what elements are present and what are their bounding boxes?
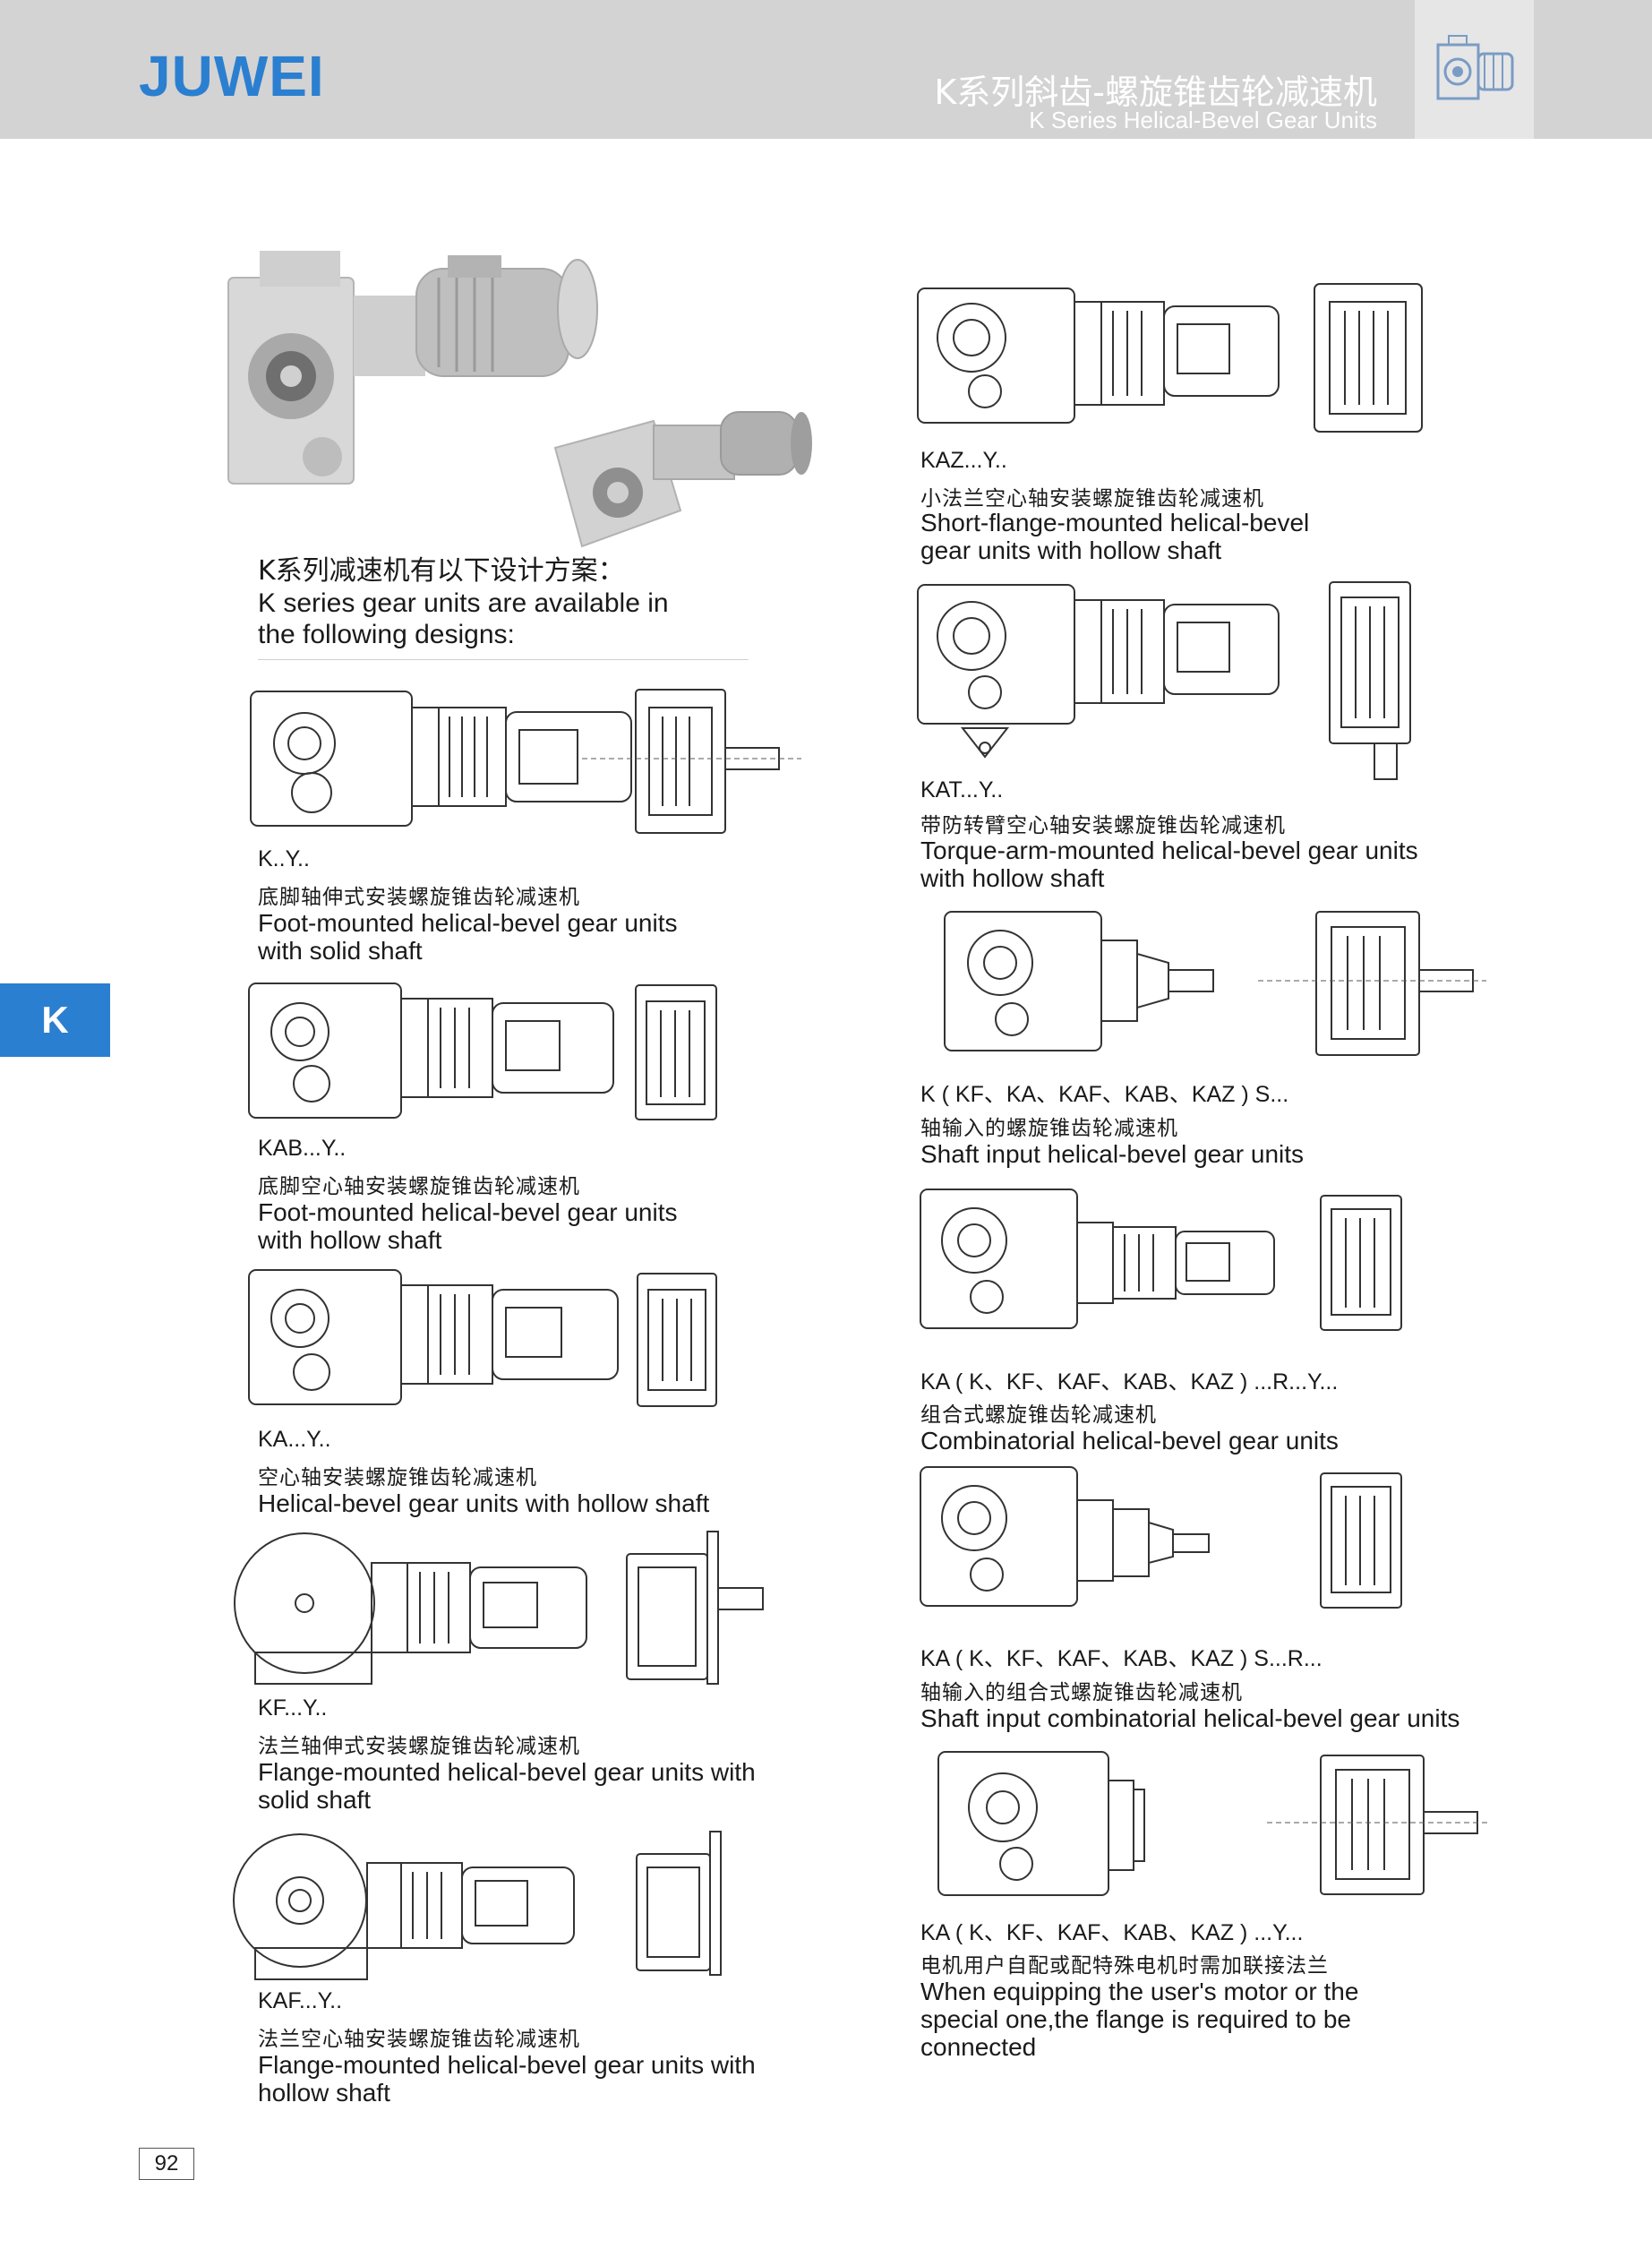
design-desc-cn: 电机用户自配或配特殊电机时需加联接法兰 [920, 1954, 1329, 1978]
design-code: KAT...Y.. [920, 777, 1004, 802]
design-desc-en-line: special one,the flange is required to be [920, 2005, 1351, 2033]
intro-divider [258, 659, 749, 660]
design-desc-en: Combinatorial helical-bevel gear units [920, 1427, 1339, 1455]
drawing-ka-s-r [920, 1466, 1402, 1609]
design-desc-en-line: Foot-mounted helical-bevel gear units [258, 909, 678, 937]
design-desc-en-line: solid shaft [258, 1786, 372, 1814]
page-number: 92 [139, 2148, 194, 2180]
intro-en-line2: the following designs: [258, 620, 515, 649]
design-desc-cn: 底脚空心轴安装螺旋锥齿轮减速机 [258, 1175, 580, 1198]
intro-en-line1: K series gear units are available in [258, 588, 669, 618]
intro-heading-en: K series gear units are available in the… [258, 588, 813, 650]
section-title-en: K Series Helical-Bevel Gear Units [1029, 107, 1377, 133]
brand-logo: JUWEI [139, 44, 325, 108]
design-desc-en: When equipping the user's motor or the s… [920, 1978, 1358, 2061]
design-desc-cn: 空心轴安装螺旋锥齿轮减速机 [258, 1466, 537, 1489]
gear-unit-icon [1436, 35, 1514, 100]
design-desc-en: Foot-mounted helical-bevel gear units wi… [258, 909, 677, 965]
design-desc-en-line: Flange-mounted helical-bevel gear units … [258, 1758, 756, 1786]
drawing-kat-y [917, 581, 1411, 780]
design-desc-en-line: Combinatorial helical-bevel gear units [920, 1427, 1339, 1455]
design-desc-en-line: Helical-bevel gear units with hollow sha… [258, 1489, 710, 1517]
design-desc-en-line: with hollow shaft [258, 1226, 442, 1254]
header-icon-box [1415, 0, 1534, 139]
design-desc-en: Short-flange-mounted helical-bevel gear … [920, 509, 1309, 564]
design-desc-en-line: Short-flange-mounted helical-bevel [920, 509, 1310, 536]
design-desc-en-line: hollow shaft [258, 2079, 390, 2107]
design-desc-en-line: Shaft input combinatorial helical-bevel … [920, 1704, 1460, 1732]
drawing-ka-y-flange [937, 1751, 1491, 1896]
drawing-k-s [944, 911, 1486, 1056]
drawing-kaf-y [233, 1831, 722, 1980]
design-code: KA...Y.. [258, 1427, 331, 1452]
design-desc-en: Torque-arm-mounted helical-bevel gear un… [920, 837, 1418, 892]
design-desc-en: Flange-mounted helical-bevel gear units … [258, 2051, 756, 2107]
design-code: KA ( K、KF、KAF、KAB、KAZ ) S...R... [920, 1646, 1322, 1671]
design-desc-en: Foot-mounted helical-bevel gear units wi… [258, 1198, 677, 1254]
design-code: K..Y.. [258, 846, 310, 871]
drawing-ka-y [248, 1269, 717, 1407]
drawing-kf-y [234, 1531, 764, 1685]
design-code: KAF...Y.. [258, 1988, 343, 2013]
design-code: KAB...Y.. [258, 1136, 347, 1161]
drawing-kaz-y [917, 283, 1423, 433]
design-desc-en-line: Flange-mounted helical-bevel gear units … [258, 2051, 756, 2079]
design-desc-cn: 法兰空心轴安装螺旋锥齿轮减速机 [258, 2028, 580, 2051]
design-code: KF...Y.. [258, 1695, 328, 1721]
design-desc-cn: 轴输入的螺旋锥齿轮减速机 [920, 1117, 1178, 1140]
design-desc-en: Flange-mounted helical-bevel gear units … [258, 1758, 756, 1814]
section-title-cn: K系列斜齿-螺旋锥齿轮减速机 [934, 73, 1377, 112]
intro-heading-cn: K系列减速机有以下设计方案： [258, 555, 625, 587]
drawing-kab-y [248, 983, 717, 1120]
design-desc-cn: 法兰轴伸式安装螺旋锥齿轮减速机 [258, 1735, 580, 1758]
drawing-k-y [250, 689, 801, 834]
design-desc-cn: 带防转臂空心轴安装螺旋锥齿轮减速机 [920, 814, 1286, 837]
design-desc-en: Helical-bevel gear units with hollow sha… [258, 1489, 709, 1517]
design-desc-cn: 轴输入的组合式螺旋锥齿轮减速机 [920, 1681, 1243, 1704]
design-desc-en-line: Shaft input helical-bevel gear units [920, 1140, 1305, 1168]
design-desc-cn: 组合式螺旋锥齿轮减速机 [920, 1403, 1157, 1427]
page-header: JUWEI K系列斜齿-螺旋锥齿轮减速机 K Series Helical-Be… [0, 0, 1652, 139]
design-desc-cn: 小法兰空心轴安装螺旋锥齿轮减速机 [920, 487, 1264, 511]
product-photo-main [227, 251, 598, 485]
design-code: K ( KF、KA、KAF、KAB、KAZ ) S... [920, 1082, 1289, 1107]
design-code: KA ( K、KF、KAF、KAB、KAZ ) ...R...Y... [920, 1369, 1339, 1395]
design-desc-en: Shaft input combinatorial helical-bevel … [920, 1704, 1459, 1732]
section-tab-k[interactable]: K [0, 983, 110, 1057]
design-desc-en-line: When equipping the user's motor or the [920, 1978, 1359, 2005]
design-code: KAZ...Y.. [920, 448, 1007, 473]
design-desc-en-line: with solid shaft [258, 937, 423, 965]
design-desc-en-line: Torque-arm-mounted helical-bevel gear un… [920, 837, 1418, 864]
drawing-ka-r-y [920, 1189, 1402, 1331]
design-code: KA ( K、KF、KAF、KAB、KAZ ) ...Y... [920, 1920, 1304, 1945]
design-desc-en-line: gear units with hollow shaft [920, 536, 1222, 564]
design-desc-cn: 底脚轴伸式安装螺旋锥齿轮减速机 [258, 886, 580, 909]
design-desc-en-line: Foot-mounted helical-bevel gear units [258, 1198, 678, 1226]
design-desc-en-line: connected [920, 2033, 1037, 2061]
design-desc-en-line: with hollow shaft [920, 864, 1105, 892]
design-desc-en: Shaft input helical-bevel gear units [920, 1140, 1304, 1168]
product-photo-secondary [553, 411, 812, 548]
